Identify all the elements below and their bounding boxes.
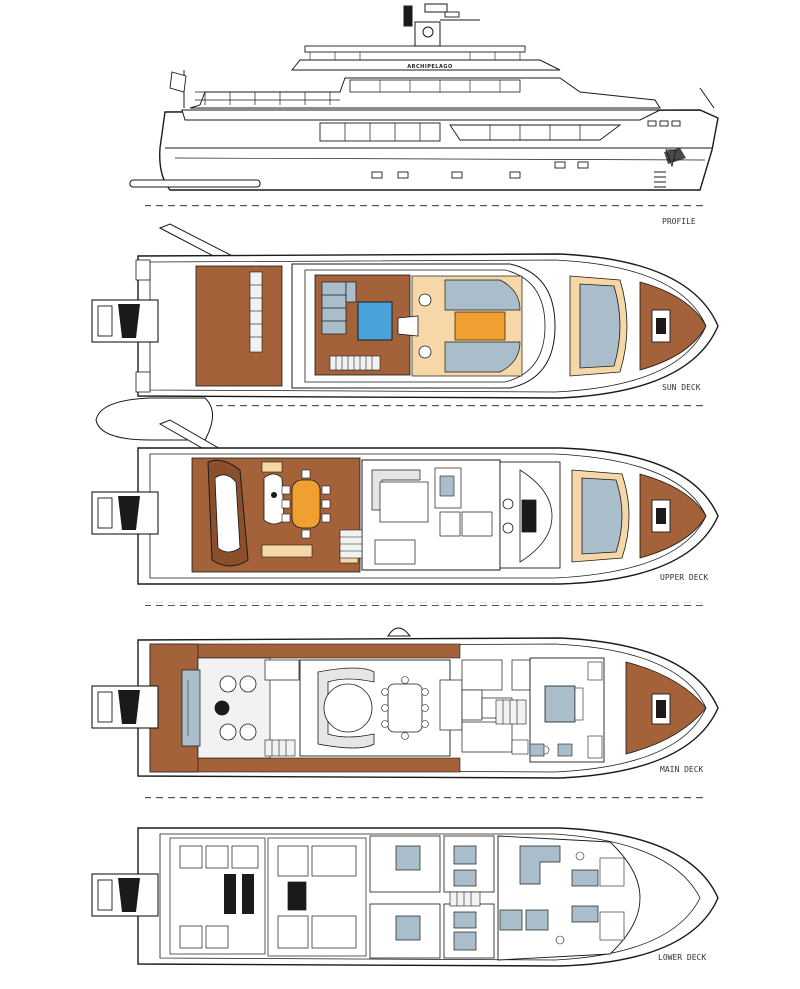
flag-icon: [169, 70, 187, 108]
radar-icon: [444, 11, 460, 18]
sun-deck-hardtop-outline: [291, 263, 556, 389]
profile-bow-rail: [699, 87, 715, 109]
profile-sun-deck-railing: [309, 52, 521, 60]
upper-deck-bar: [434, 467, 462, 509]
upper-deck-foredeck-teak: [639, 473, 707, 559]
profile-mast: [403, 3, 480, 47]
tender-icon: [207, 459, 249, 567]
label-upper-deck: UPPER DECK: [660, 573, 708, 582]
upper-deck-dining-table: [281, 469, 331, 539]
lower-deck-vip-bunks: [499, 869, 599, 931]
main-deck-cockpit-chairs: [214, 675, 257, 741]
profile-upper-window-mullions: [379, 80, 501, 92]
upper-deck-windscreen: [581, 477, 623, 555]
sun-deck-lifebuoy: [135, 259, 151, 393]
sun-deck-hatch-icon: [651, 309, 671, 343]
sun-deck-davit-icon: [91, 299, 159, 343]
sun-deck-forward-glass: [579, 283, 621, 369]
lower-deck-view: [91, 827, 719, 967]
lower-deck-inner-outline: [159, 833, 701, 961]
main-deck-view: [91, 627, 719, 800]
sun-deck-stairs: [249, 271, 263, 353]
sun-deck-aft-bench: [329, 355, 381, 371]
upper-deck-lounge-sofa: [371, 469, 421, 511]
profile-portholes: [371, 120, 681, 179]
profile-main-windows: [319, 122, 441, 142]
main-deck-stairs: [495, 699, 527, 725]
sun-deck-table: [454, 311, 506, 341]
main-deck-cockpit-sofa: [181, 669, 201, 747]
bed-icon: [544, 685, 584, 723]
main-deck-bulwark-bump: [387, 627, 412, 637]
lower-deck-heads: [555, 851, 625, 945]
main-deck-davit-icon: [91, 685, 159, 729]
main-deck-bar-unit: [264, 659, 300, 681]
profile-hull: [159, 109, 719, 191]
upper-deck-hatch-icon: [651, 499, 671, 533]
profile-forward-window-band: [449, 124, 622, 141]
vessel-name: ARCHIPELAGO: [407, 64, 452, 70]
lower-deck-stairs: [449, 891, 481, 907]
sun-deck-helm-seats: [397, 293, 432, 359]
lower-deck-crew-area: [169, 837, 266, 955]
lower-deck-vip-cabin: [497, 835, 641, 961]
upper-deck-lounge-area: [379, 481, 429, 523]
profile-view: ARCHIPELAGO: [129, 3, 719, 207]
profile-swim-platform: [129, 179, 261, 188]
upper-deck-davit-icon: [91, 491, 159, 535]
main-deck-windlass-icon: [651, 693, 671, 725]
upper-deck-scale-rule: [145, 602, 705, 606]
sun-deck-foredeck-teak: [639, 281, 707, 371]
upper-deck-galley: [374, 511, 493, 565]
anchor-icon: [664, 148, 686, 168]
main-deck-cockpit-floor: [197, 657, 271, 759]
lower-deck-davit-icon: [91, 873, 159, 917]
profile-rubrail: [174, 157, 706, 161]
profile-upper-windows: [349, 79, 521, 93]
upper-deck-helm-station: [502, 469, 553, 563]
profile-sun-deck: [290, 59, 561, 71]
sun-deck-view: [91, 223, 719, 409]
upper-deck-stairs: [339, 529, 363, 559]
profile-scale-rule: [145, 203, 705, 207]
profile-hardtop: [304, 45, 526, 53]
profile-forward-window-mullions: [489, 125, 581, 140]
label-profile: PROFILE: [662, 217, 696, 226]
main-deck-aft-stairs: [264, 739, 296, 757]
sun-deck-pool: [357, 301, 393, 341]
profile-main-superstructure: [181, 109, 661, 121]
upper-deck-view: [91, 447, 719, 606]
lower-deck-engines: [224, 874, 254, 914]
lower-deck-machinery: [267, 837, 367, 957]
sun-deck-sofas: [444, 279, 521, 373]
sun-deck-aft-teak: [195, 265, 283, 387]
label-sun-deck: SUN DECK: [662, 383, 701, 392]
label-main-deck: MAIN DECK: [660, 765, 704, 774]
profile-aft-railing: [195, 91, 340, 105]
profile-bow-ladder: [654, 171, 666, 188]
lower-deck-beds: [395, 845, 477, 951]
label-lower-deck: LOWER DECK: [658, 953, 706, 962]
main-deck-washbasin: [529, 743, 573, 757]
main-deck-dining-table: [381, 676, 429, 740]
lower-deck-vip-berth: [519, 845, 561, 885]
profile-main-window-mullions: [344, 123, 421, 141]
tender-outline: [95, 397, 213, 441]
sun-deck-scale-rule: [145, 405, 705, 409]
main-deck-salon-sofa: [317, 667, 375, 749]
jetski-icon: [263, 473, 285, 525]
main-deck-scale-rule: [145, 796, 705, 800]
main-deck-owner-ensuite: [511, 661, 603, 759]
sun-deck-loungers: [321, 281, 357, 335]
